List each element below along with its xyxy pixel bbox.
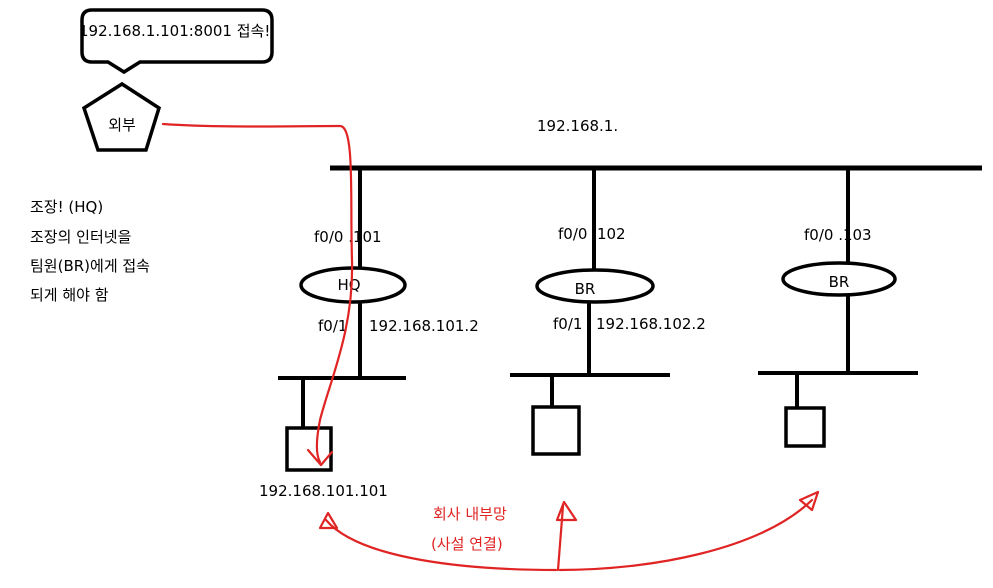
- red-annotations: [161, 122, 820, 572]
- br1-inner-ip: 192.168.102.2: [596, 315, 706, 333]
- network-label: 192.168.1.: [537, 117, 618, 135]
- hq-router-label: HQ: [337, 276, 360, 294]
- br2-router: [781, 261, 897, 297]
- internal-link-right-head: [798, 490, 820, 512]
- internal-net-label: 회사 내부망: [433, 505, 507, 523]
- internal-link-center: [556, 504, 565, 572]
- hq-segment: HQ f0/0 .101 f0/1 192.168.101.2 192.168.…: [259, 168, 479, 500]
- external-access-arrow: [161, 122, 354, 464]
- hq-host: [285, 426, 333, 472]
- br2-router-label: BR: [829, 273, 850, 291]
- bubble-text: 192.168.1.101:8001 접속!: [79, 22, 270, 40]
- note-line-1: 조장! (HQ): [30, 198, 103, 216]
- external-access-arrowhead: [306, 448, 334, 467]
- br1-inner-interface: f0/1: [553, 315, 582, 333]
- br1-router-label: BR: [575, 280, 596, 298]
- internal-link-right: [558, 498, 814, 572]
- hq-inner-interface: f0/1: [318, 317, 347, 335]
- br2-outer-interface: f0/0 .103: [804, 226, 872, 244]
- internal-link-left: [324, 518, 558, 572]
- br2-host: [784, 406, 826, 448]
- internal-net-sublabel: (사설 연결): [431, 535, 503, 553]
- note-line-2: 조장의 인터넷을: [30, 228, 131, 246]
- internal-link-left-head: [318, 511, 339, 530]
- external-label: 외부: [108, 116, 136, 134]
- external-node: 외부: [81, 81, 162, 152]
- hq-outer-interface: f0/0 .101: [314, 228, 382, 246]
- br1-host: [531, 405, 581, 456]
- internal-link-center-head: [555, 500, 578, 522]
- hq-inner-ip: 192.168.101.2: [369, 317, 479, 335]
- br1-outer-interface: f0/0 .102: [558, 225, 626, 243]
- hq-host-ip: 192.168.101.101: [259, 482, 388, 500]
- speech-bubble: 192.168.1.101:8001 접속!: [79, 8, 274, 75]
- br1-segment: BR f0/0 .102 f0/1 192.168.102.2: [510, 168, 706, 456]
- notes: 조장! (HQ) 조장의 인터넷을 팀원(BR)에게 접속 되게 해야 함: [30, 198, 150, 304]
- br2-segment: BR f0/0 .103: [758, 168, 918, 448]
- br1-router: [535, 268, 655, 304]
- note-line-3: 팀원(BR)에게 접속: [30, 257, 150, 275]
- note-line-4: 되게 해야 함: [30, 286, 109, 304]
